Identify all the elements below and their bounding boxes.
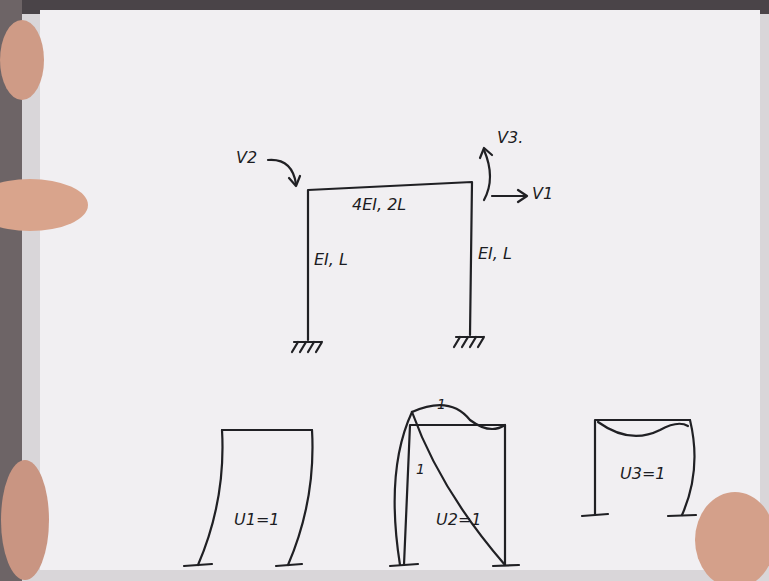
load-label: V3. [497, 130, 523, 146]
arrow-head [289, 176, 300, 186]
undeformed-frame [595, 420, 690, 515]
paper-sheet [40, 10, 760, 570]
force-arrow [492, 190, 527, 202]
fixed-support [390, 564, 519, 566]
deformed-beam [598, 422, 688, 436]
hand [695, 492, 769, 581]
fixed-support [454, 337, 484, 347]
finger [0, 179, 88, 231]
member-property: EI, L [478, 246, 512, 262]
deformed-column [395, 412, 412, 565]
load-label: V1 [532, 186, 553, 202]
moment-arrow [484, 150, 490, 200]
unit-rotation: 1 [437, 397, 446, 411]
fixed-support [184, 564, 302, 566]
finger [1, 460, 49, 580]
mode-label: U1=1 [234, 512, 279, 528]
member-property: 4EI, 2L [352, 197, 406, 213]
mode-label: U3=1 [620, 466, 665, 482]
frame-members [308, 182, 472, 340]
deformed-beam [412, 405, 505, 429]
deformed-column [412, 412, 505, 565]
deformed-column [288, 430, 313, 565]
fixed-support [582, 514, 696, 516]
deformed-beam [222, 429, 312, 431]
finger [0, 20, 44, 100]
mode-label: U2=1 [436, 512, 481, 528]
arrow-head [480, 148, 492, 158]
member-property: EI, L [314, 252, 348, 268]
load-label: V2 [236, 150, 257, 166]
fixed-support [292, 342, 322, 352]
undeformed-frame [404, 425, 505, 565]
deformed-column [198, 430, 223, 565]
deformed-column [682, 420, 695, 515]
unit-rotation: 1 [416, 462, 425, 476]
